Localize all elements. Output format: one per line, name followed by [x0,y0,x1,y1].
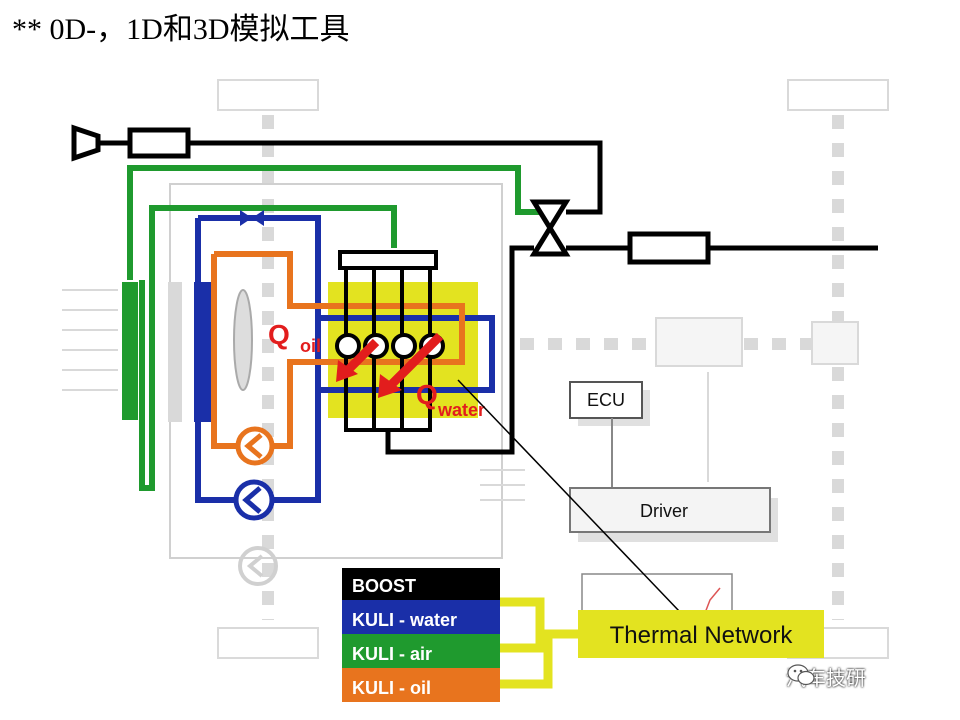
page-title: ** 0D-，1D和3D模拟工具 [12,13,350,46]
q-water-subscript: water [437,400,485,420]
turbocharger-icon [529,199,571,257]
wechat-icon [787,664,815,686]
water-pump-icon [233,479,275,521]
ecu-label: ECU [587,390,625,410]
legend-kuli-water: KULI - water [352,610,457,630]
oil-loop [211,251,465,466]
q-oil-subscript: oil [300,336,321,356]
air-cooler [122,282,138,420]
driver-label: Driver [640,501,688,521]
q-oil-label: Q [268,319,290,350]
thermal-connectors [500,597,578,689]
q-water-label: Q [416,379,438,410]
legend-kuli-air: KULI - air [352,644,432,664]
thermal-network-label: Thermal Network [610,622,794,649]
faded-background [62,79,889,659]
oil-pump-icon [235,426,275,466]
ecu-box [569,381,643,419]
driver-box [569,487,771,533]
fan-icon [233,289,253,391]
legend-kuli-oil: KULI - oil [352,678,431,698]
boost-loop [71,124,878,455]
watermark: 汽车技研 [786,662,866,691]
heat-arrows [336,332,444,398]
model-legend [342,568,500,702]
legend-boost: BOOST [352,576,416,596]
thermal-network-box [578,610,824,658]
thermostat-valve-icon [240,210,264,226]
water-radiator [194,282,214,422]
air-loop [122,165,540,491]
thermal-link-line [457,379,681,613]
